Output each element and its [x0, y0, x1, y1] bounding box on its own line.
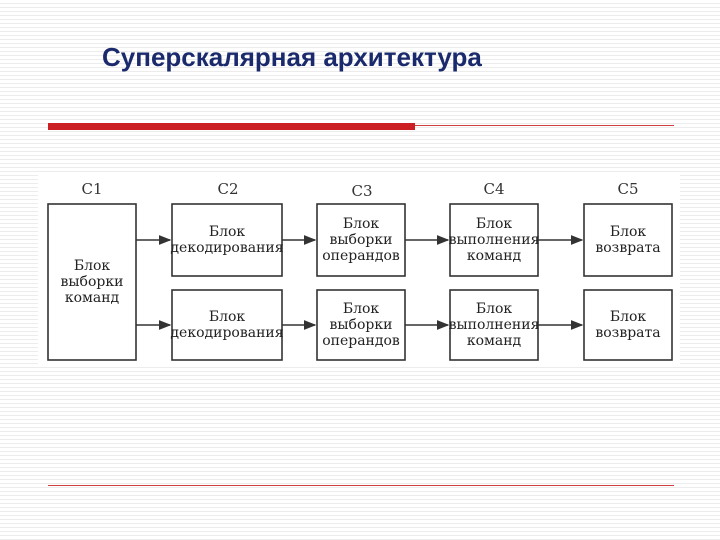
writeback-block-1-line1: Блок	[609, 224, 647, 240]
bottom-divider-line	[48, 485, 674, 486]
writeback-block-frame-1	[583, 203, 673, 277]
decode-block-2-line2: декодирования	[170, 325, 284, 341]
execute-block-2: Блок выполнения команд	[448, 290, 540, 360]
decode-block-2: Блок декодирования	[170, 290, 284, 360]
execute-block-1: Блок выполнения команд	[448, 204, 540, 276]
writeback-block-2-line2: возврата	[595, 325, 661, 341]
writeback-block-2-line1: Блок	[609, 309, 647, 325]
operands-block-1: Блок выборки операндов	[317, 204, 405, 276]
operands-block-frame-2	[316, 289, 406, 361]
operands-block-2: Блок выборки операндов	[317, 290, 405, 360]
fetch-block-line3: команд	[64, 290, 120, 306]
operands-block-2-line1: Блок	[342, 301, 380, 317]
operands-block-1-line2: выборки	[329, 232, 393, 248]
fetch-block: Блок выборки команд	[48, 204, 136, 360]
operands-block-2-line2: выборки	[329, 317, 393, 333]
decode-block-1-line1: Блок	[208, 224, 246, 240]
slide-title: Суперскалярная архитектура	[102, 42, 482, 72]
execute-block-frame-1	[449, 203, 539, 277]
stage-label-c3: C3	[351, 182, 373, 200]
decode-block-frame-2	[171, 289, 283, 361]
execute-block-2-line2: выполнения	[448, 317, 540, 333]
operands-block-1-line1: Блок	[342, 216, 380, 232]
decode-block-frame-1	[171, 203, 283, 277]
fetch-block-line1: Блок	[73, 258, 111, 274]
stage-label-c5: C5	[617, 180, 639, 198]
title-accent-bar	[48, 123, 415, 130]
fetch-block-frame	[47, 203, 137, 361]
decode-block-1-line2: декодирования	[170, 240, 284, 256]
writeback-block-1-line2: возврата	[595, 240, 661, 256]
execute-block-frame-2	[449, 289, 539, 361]
fetch-block-line2: выборки	[60, 274, 124, 290]
decode-block-1: Блок декодирования	[170, 204, 284, 276]
stage-label-c4: C4	[483, 180, 505, 198]
stage-label-c1: C1	[81, 180, 103, 198]
pipeline-diagram-lines	[47, 203, 673, 361]
pipeline-diagram: C1 C2 C3 C4 C5 Блок выборки команд Блок …	[38, 172, 680, 366]
execute-block-2-line3: команд	[466, 333, 522, 349]
operands-block-1-line3: операндов	[322, 248, 400, 264]
execute-block-2-line1: Блок	[475, 301, 513, 317]
writeback-block-1: Блок возврата	[584, 204, 672, 276]
execute-block-1-line1: Блок	[475, 216, 513, 232]
stage-label-c2: C2	[217, 180, 239, 198]
writeback-block-frame-2	[583, 289, 673, 361]
operands-block-2-line3: операндов	[322, 333, 400, 349]
writeback-block-2: Блок возврата	[584, 290, 672, 360]
execute-block-1-line2: выполнения	[448, 232, 540, 248]
execute-block-1-line3: команд	[466, 248, 522, 264]
decode-block-2-line1: Блок	[208, 309, 246, 325]
